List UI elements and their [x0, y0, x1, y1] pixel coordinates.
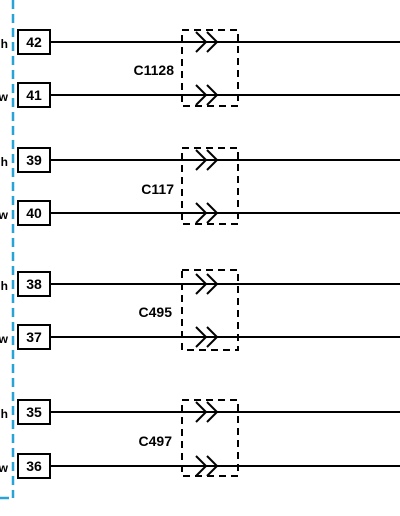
- pin-number: 36: [26, 458, 42, 474]
- edge-label: w: [0, 332, 9, 346]
- connector-symbol: [195, 149, 219, 171]
- connector-group: h 35 w 36 C497: [0, 399, 400, 479]
- edge-label: w: [0, 208, 9, 222]
- connector-label: C497: [139, 433, 173, 449]
- pin-number: 35: [26, 404, 42, 420]
- connector-symbol: [195, 31, 219, 53]
- connector-symbol: [195, 455, 219, 477]
- pin-number: 39: [26, 152, 42, 168]
- connector-outline: [181, 399, 239, 477]
- pin-box: [17, 324, 51, 350]
- connector-symbol: [195, 326, 219, 348]
- edge-label: w: [0, 90, 9, 104]
- edge-label: h: [1, 155, 8, 169]
- pin-number: 37: [26, 329, 42, 345]
- connector-label: C117: [141, 181, 174, 197]
- connector-outline: [181, 29, 239, 107]
- connector-outline: [181, 269, 239, 351]
- edge-label: w: [0, 461, 9, 475]
- connector-outline: [181, 147, 239, 225]
- edge-label: h: [1, 279, 8, 293]
- connector-symbol: [195, 84, 219, 106]
- edge-label: h: [1, 37, 8, 51]
- connector-symbol: [195, 202, 219, 224]
- pin-box: [17, 453, 51, 479]
- connector-label: C1128: [134, 62, 175, 78]
- connector-symbol: [195, 401, 219, 423]
- connector-group: h 42 w 41 C1128: [0, 29, 400, 108]
- connector-group: h 38 w 37 C495: [0, 269, 400, 351]
- pin-number: 40: [26, 205, 42, 221]
- pin-number: 42: [26, 34, 42, 50]
- pin-number: 38: [26, 276, 42, 292]
- edge-label: h: [1, 407, 8, 421]
- connector-label: C495: [139, 304, 173, 320]
- connector-group: h 39 w 40 C117: [0, 147, 400, 226]
- pin-number: 41: [26, 87, 42, 103]
- connector-symbol: [195, 273, 219, 295]
- pin-box: [17, 82, 51, 108]
